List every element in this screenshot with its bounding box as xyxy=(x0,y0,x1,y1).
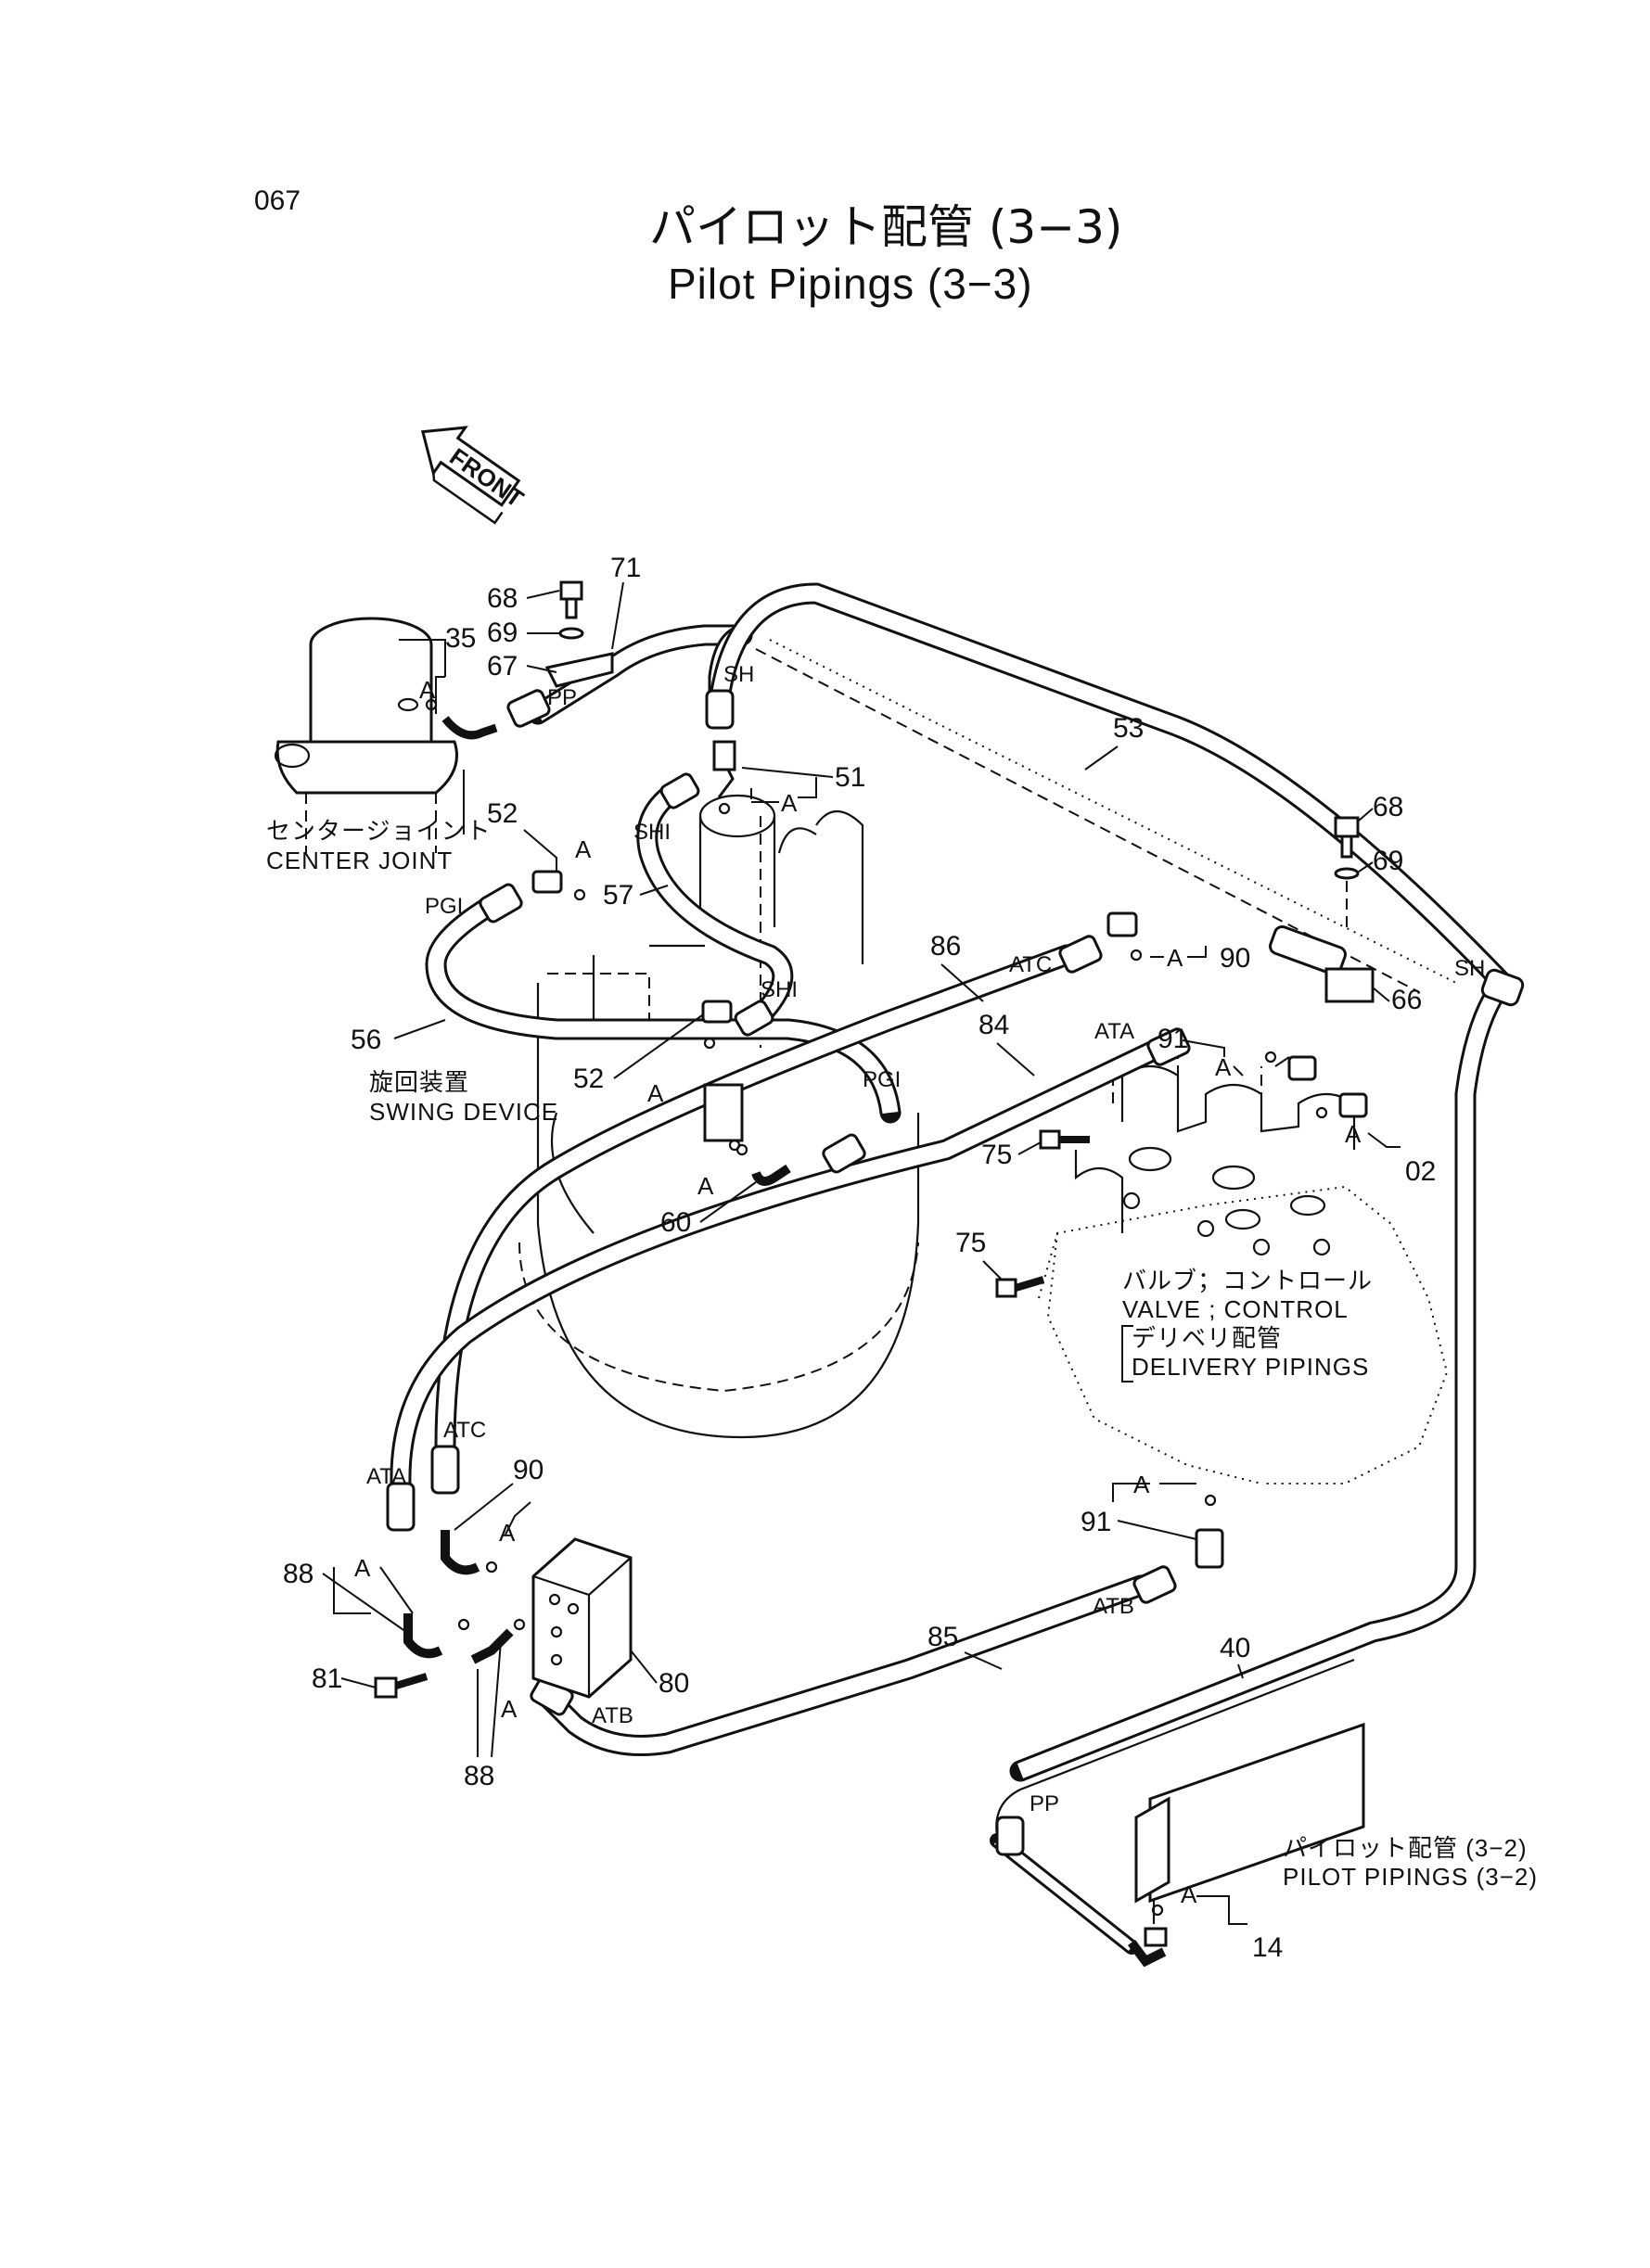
part-callout-67: 67 xyxy=(487,651,518,682)
swing-device-drawing xyxy=(518,794,920,1439)
front-arrow-icon: FRONT xyxy=(420,426,529,525)
part-callout-52: 52 xyxy=(487,798,518,829)
port-tag-sh: SH xyxy=(723,662,754,687)
part-callout-35: 35 xyxy=(445,623,476,654)
title-english: Pilot Pipings (3−3) xyxy=(668,260,1033,308)
oring-tag: A xyxy=(1215,1053,1232,1081)
port-tags: PP SH SHI SHI SH PGI PGI ATC ATA ATC ATA… xyxy=(366,662,1485,1816)
port-tag-pgi: PGI xyxy=(425,894,463,919)
part-callout-81: 81 xyxy=(312,1663,342,1694)
part-callout-75: 75 xyxy=(955,1228,986,1258)
port-tag-ata: ATA xyxy=(366,1464,406,1489)
port-tag-shi: SHI xyxy=(633,820,671,845)
swing-device-label-jp: 旋回装置 xyxy=(369,1068,469,1096)
part-callout-02: 02 xyxy=(1405,1156,1436,1187)
port-tag-pgi: PGI xyxy=(863,1067,901,1092)
part-callout-52: 52 xyxy=(573,1064,604,1094)
part-callout-69: 69 xyxy=(1373,846,1403,876)
part-callout-14: 14 xyxy=(1252,1932,1283,1963)
part-callout-90: 90 xyxy=(513,1455,544,1485)
control-valve-label-jp: バルブ；コントロール xyxy=(1122,1267,1373,1294)
pilot-32-label-jp: パイロット配管 (3−2) xyxy=(1283,1834,1528,1862)
part-callout-86: 86 xyxy=(930,931,961,962)
part-callout-69: 69 xyxy=(487,618,518,648)
part-callout-91: 91 xyxy=(1081,1507,1111,1537)
part-callout-91: 91 xyxy=(1158,1024,1188,1054)
part-callout-71: 71 xyxy=(610,553,641,583)
oring-tag: A xyxy=(419,676,436,704)
connectors xyxy=(374,580,1375,1968)
oring-tag: A xyxy=(1181,1880,1197,1908)
pilot-block-80 xyxy=(531,1537,633,1699)
pilot-32-reference-part xyxy=(1134,1722,1365,1924)
part-callout-68: 68 xyxy=(487,583,518,614)
port-tag-atc: ATC xyxy=(443,1418,486,1443)
port-tag-shi: SHI xyxy=(761,977,798,1002)
oring-tag: A xyxy=(697,1172,714,1200)
part-callouts: 71 68 69 67 35 53 51 52 57 56 52 86 84 9… xyxy=(283,553,1436,1963)
part-callout-88: 88 xyxy=(464,1761,494,1791)
part-callout-57: 57 xyxy=(603,880,633,911)
control-valve-label-en: VALVE ; CONTROL xyxy=(1122,1295,1349,1323)
part-callout-56: 56 xyxy=(351,1025,381,1055)
part-callout-53: 53 xyxy=(1113,713,1144,744)
part-callout-51: 51 xyxy=(835,762,865,793)
delivery-pipings-label-jp: デリベリ配管 xyxy=(1132,1324,1282,1352)
center-joint-drawing xyxy=(274,617,458,853)
port-tag-atb: ATB xyxy=(592,1703,633,1728)
delivery-pipings-label-en: DELIVERY PIPINGS xyxy=(1132,1353,1369,1381)
port-tag-pp: PP xyxy=(1030,1791,1059,1816)
part-callout-88: 88 xyxy=(283,1559,313,1589)
center-joint-label-jp: センタージョイント xyxy=(266,817,491,845)
part-callout-66: 66 xyxy=(1391,985,1422,1015)
oring-tag: A xyxy=(499,1519,516,1547)
page-number: 067 xyxy=(254,185,301,216)
part-callout-68: 68 xyxy=(1373,792,1403,822)
port-tag-atb: ATB xyxy=(1093,1594,1134,1619)
oring-tags: A A A A A A A A A A A A A xyxy=(333,639,1401,1925)
oring-tag: A xyxy=(781,789,798,817)
pilot-32-label-en: PILOT PIPINGS (3−2) xyxy=(1283,1863,1538,1891)
center-joint-label-en: CENTER JOINT xyxy=(266,847,453,874)
part-callout-90: 90 xyxy=(1220,943,1250,974)
hoses xyxy=(390,582,1514,1955)
oring-tag: A xyxy=(575,835,592,863)
port-tag-atc: ATC xyxy=(1009,952,1052,977)
port-tag-sh: SH xyxy=(1454,956,1485,981)
port-tag-pp: PP xyxy=(547,685,577,710)
part-callout-40: 40 xyxy=(1220,1633,1250,1663)
part-callout-85: 85 xyxy=(927,1622,958,1652)
hose-fittings xyxy=(386,689,1525,1856)
port-tag-ata: ATA xyxy=(1094,1019,1134,1044)
part-callout-75: 75 xyxy=(981,1140,1012,1170)
oring-tag: A xyxy=(1167,944,1183,972)
control-valve-drawing xyxy=(1038,1057,1449,1484)
oring-tag: A xyxy=(501,1695,518,1723)
part-callout-60: 60 xyxy=(660,1207,691,1238)
oring-tag: A xyxy=(1345,1120,1362,1148)
part-callout-84: 84 xyxy=(978,1010,1009,1040)
oring-tag: A xyxy=(647,1079,664,1107)
oring-tag: A xyxy=(354,1554,371,1582)
swing-device-label-en: SWING DEVICE xyxy=(369,1098,558,1126)
title-japanese: パイロット配管 (3−3) xyxy=(649,200,1122,254)
part-callout-80: 80 xyxy=(659,1668,689,1699)
